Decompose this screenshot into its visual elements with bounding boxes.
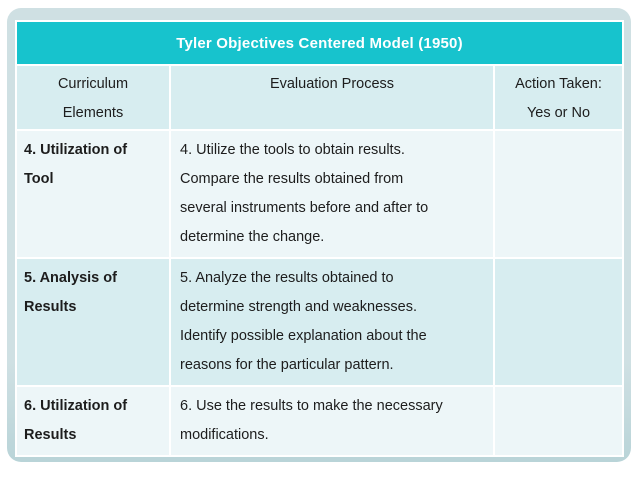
cell-action-taken bbox=[495, 259, 623, 385]
column-header-evaluation-process: Evaluation Process bbox=[171, 66, 493, 129]
cell-curriculum-element: 5. Analysis of Results bbox=[17, 259, 169, 385]
cell-evaluation-process: 5. Analyze the results obtained to deter… bbox=[171, 259, 493, 385]
slide-panel: Tyler Objectives Centered Model (1950) C… bbox=[7, 8, 631, 462]
cell-evaluation-process: 4. Utilize the tools to obtain results. … bbox=[171, 131, 493, 257]
table-header-row: Curriculum Elements Evaluation Process A… bbox=[17, 66, 623, 129]
table-title-row: Tyler Objectives Centered Model (1950) bbox=[17, 22, 623, 64]
tyler-model-table: Tyler Objectives Centered Model (1950) C… bbox=[15, 20, 625, 457]
table-row-utilization-of-tool: 4. Utilization of Tool 4. Utilize the to… bbox=[17, 131, 623, 257]
cell-action-taken bbox=[495, 131, 623, 257]
column-header-curriculum-elements: Curriculum Elements bbox=[17, 66, 169, 129]
cell-evaluation-process: 6. Use the results to make the necessary… bbox=[171, 387, 493, 455]
cell-curriculum-element: 4. Utilization of Tool bbox=[17, 131, 169, 257]
table-title: Tyler Objectives Centered Model (1950) bbox=[17, 22, 623, 64]
table-row-utilization-of-results: 6. Utilization of Results 6. Use the res… bbox=[17, 387, 623, 455]
table-row-analysis-of-results: 5. Analysis of Results 5. Analyze the re… bbox=[17, 259, 623, 385]
cell-action-taken bbox=[495, 387, 623, 455]
cell-curriculum-element: 6. Utilization of Results bbox=[17, 387, 169, 455]
column-header-action-taken: Action Taken: Yes or No bbox=[495, 66, 623, 129]
